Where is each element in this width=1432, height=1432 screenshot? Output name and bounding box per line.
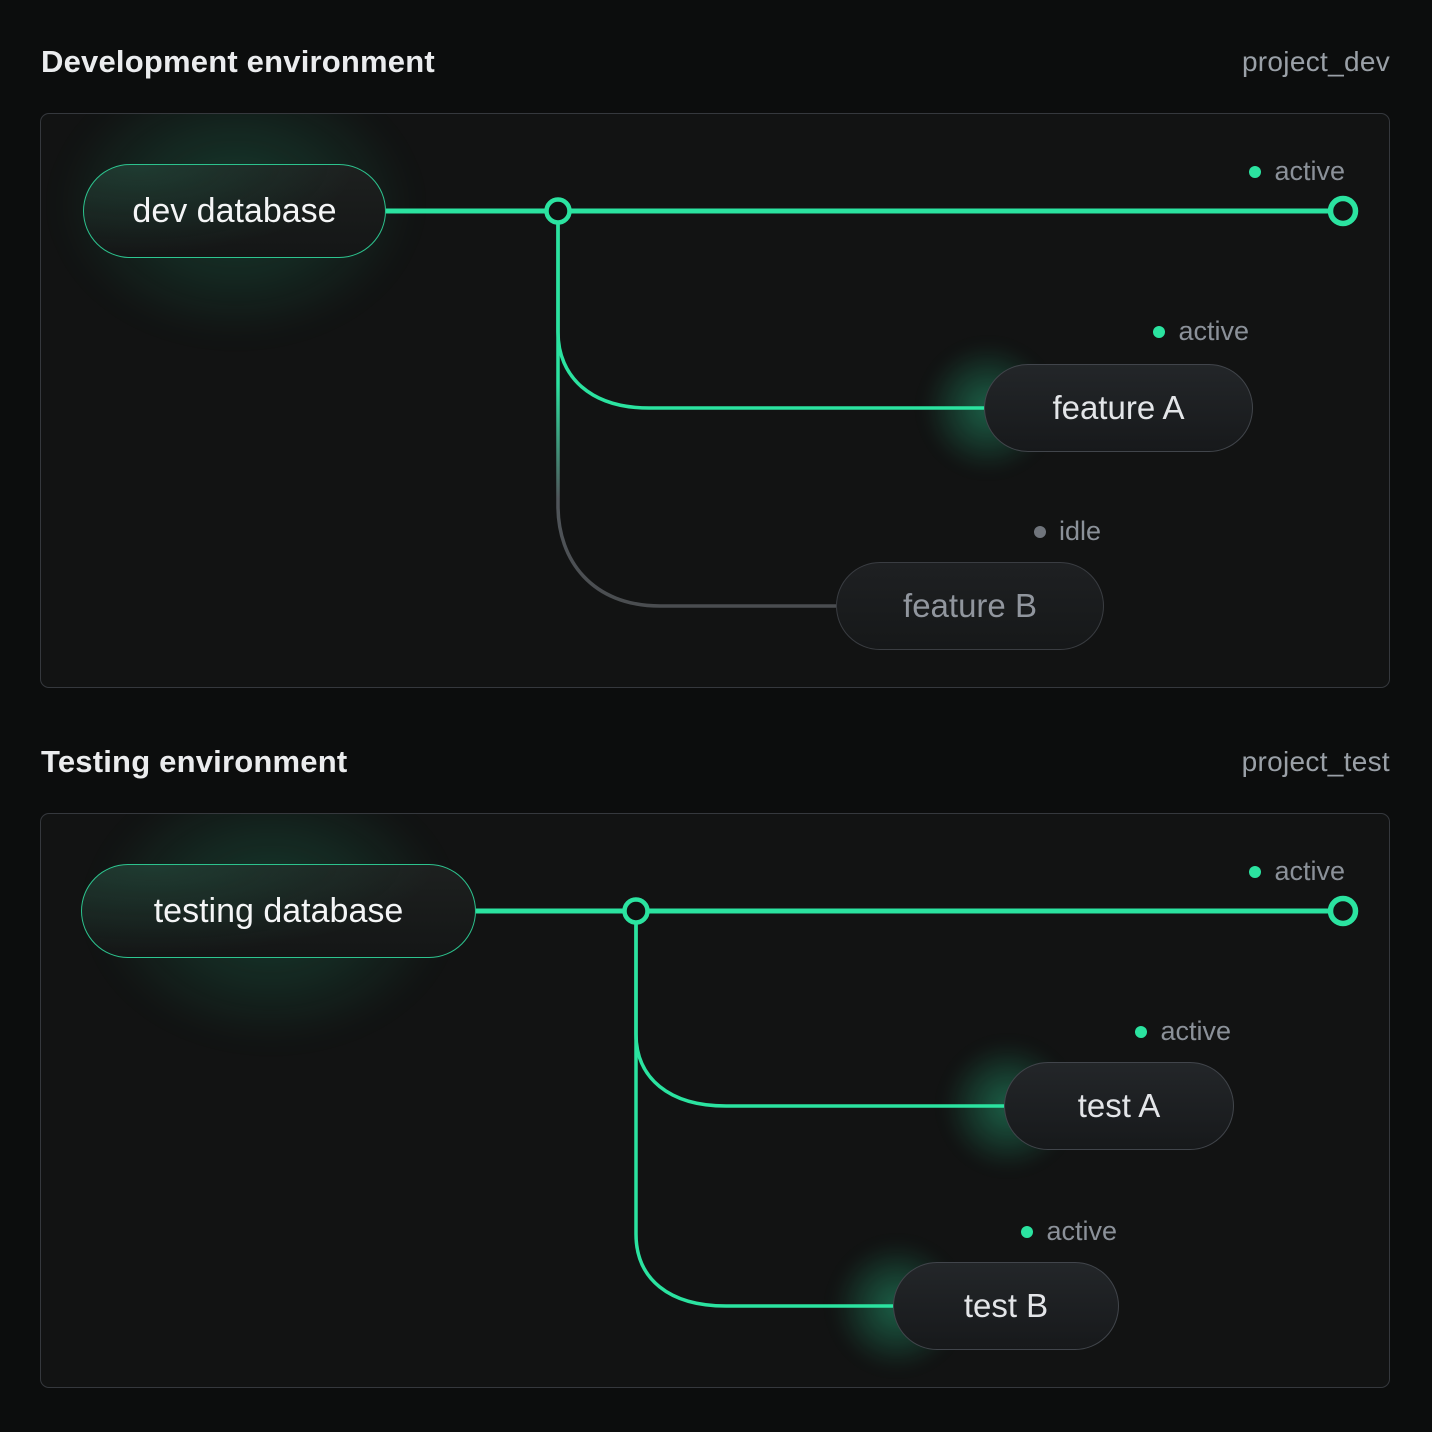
line-end-icon xyxy=(1327,895,1359,927)
test-trunk-status: active xyxy=(1249,856,1345,887)
status-dot-icon xyxy=(1249,165,1262,178)
test-section-title: Testing environment xyxy=(41,744,348,779)
status-dot-icon xyxy=(1033,525,1046,538)
test-panel: active testing database active test A ac… xyxy=(40,813,1390,1388)
status-label: active xyxy=(1178,316,1249,346)
dev-project-label: project_dev xyxy=(1241,46,1390,77)
line-end-icon xyxy=(1327,195,1359,227)
node-test-b[interactable]: test B xyxy=(893,1262,1119,1350)
dev-panel: active dev database active feature A idl… xyxy=(40,113,1390,688)
node-label: dev database xyxy=(132,191,337,230)
node-label: test A xyxy=(1077,1087,1161,1124)
node-testing-database[interactable]: testing database xyxy=(81,864,476,958)
test-branch-graph xyxy=(476,895,1359,1308)
feature-a-status: active xyxy=(1153,316,1249,347)
test-b-branch-line xyxy=(634,918,893,1308)
node-label: testing database xyxy=(153,891,404,930)
node-test-a[interactable]: test A xyxy=(1004,1062,1234,1150)
status-dot-icon xyxy=(1153,325,1166,338)
branch-point-icon xyxy=(622,897,650,925)
dev-section-title: Development environment xyxy=(41,44,435,79)
status-label: idle xyxy=(1058,516,1101,546)
dev-branch-graph xyxy=(386,195,1359,608)
node-feature-a[interactable]: feature A xyxy=(984,364,1253,452)
node-feature-b[interactable]: feature B xyxy=(836,562,1104,650)
test-a-branch-line xyxy=(634,918,1004,1108)
status-label: active xyxy=(1274,156,1345,186)
node-label: feature B xyxy=(903,587,1037,624)
status-dot-icon xyxy=(1135,1025,1148,1038)
status-dot-icon xyxy=(1249,865,1262,878)
status-label: active xyxy=(1274,856,1345,886)
test-panel-canvas: active testing database active test A ac… xyxy=(41,814,1389,1387)
node-label: feature A xyxy=(1052,389,1185,426)
dev-trunk-status: active xyxy=(1249,156,1345,187)
test-a-status: active xyxy=(1135,1016,1231,1047)
branch-point-icon xyxy=(544,197,572,225)
node-label: test B xyxy=(963,1287,1049,1324)
status-label: active xyxy=(1160,1016,1231,1046)
status-label: active xyxy=(1046,1216,1117,1246)
test-b-status: active xyxy=(1021,1216,1117,1247)
test-project-label: project_test xyxy=(1241,746,1390,777)
node-dev-database[interactable]: dev database xyxy=(83,164,386,258)
test-section-header: Testing environment project_test xyxy=(41,740,1390,784)
status-dot-icon xyxy=(1021,1225,1034,1238)
feature-b-branch-line xyxy=(556,218,836,608)
feature-b-status: idle xyxy=(1033,516,1101,547)
dev-panel-canvas: active dev database active feature A idl… xyxy=(41,114,1389,687)
feature-a-branch-line xyxy=(556,218,984,410)
dev-section-header: Development environment project_dev xyxy=(41,40,1390,84)
